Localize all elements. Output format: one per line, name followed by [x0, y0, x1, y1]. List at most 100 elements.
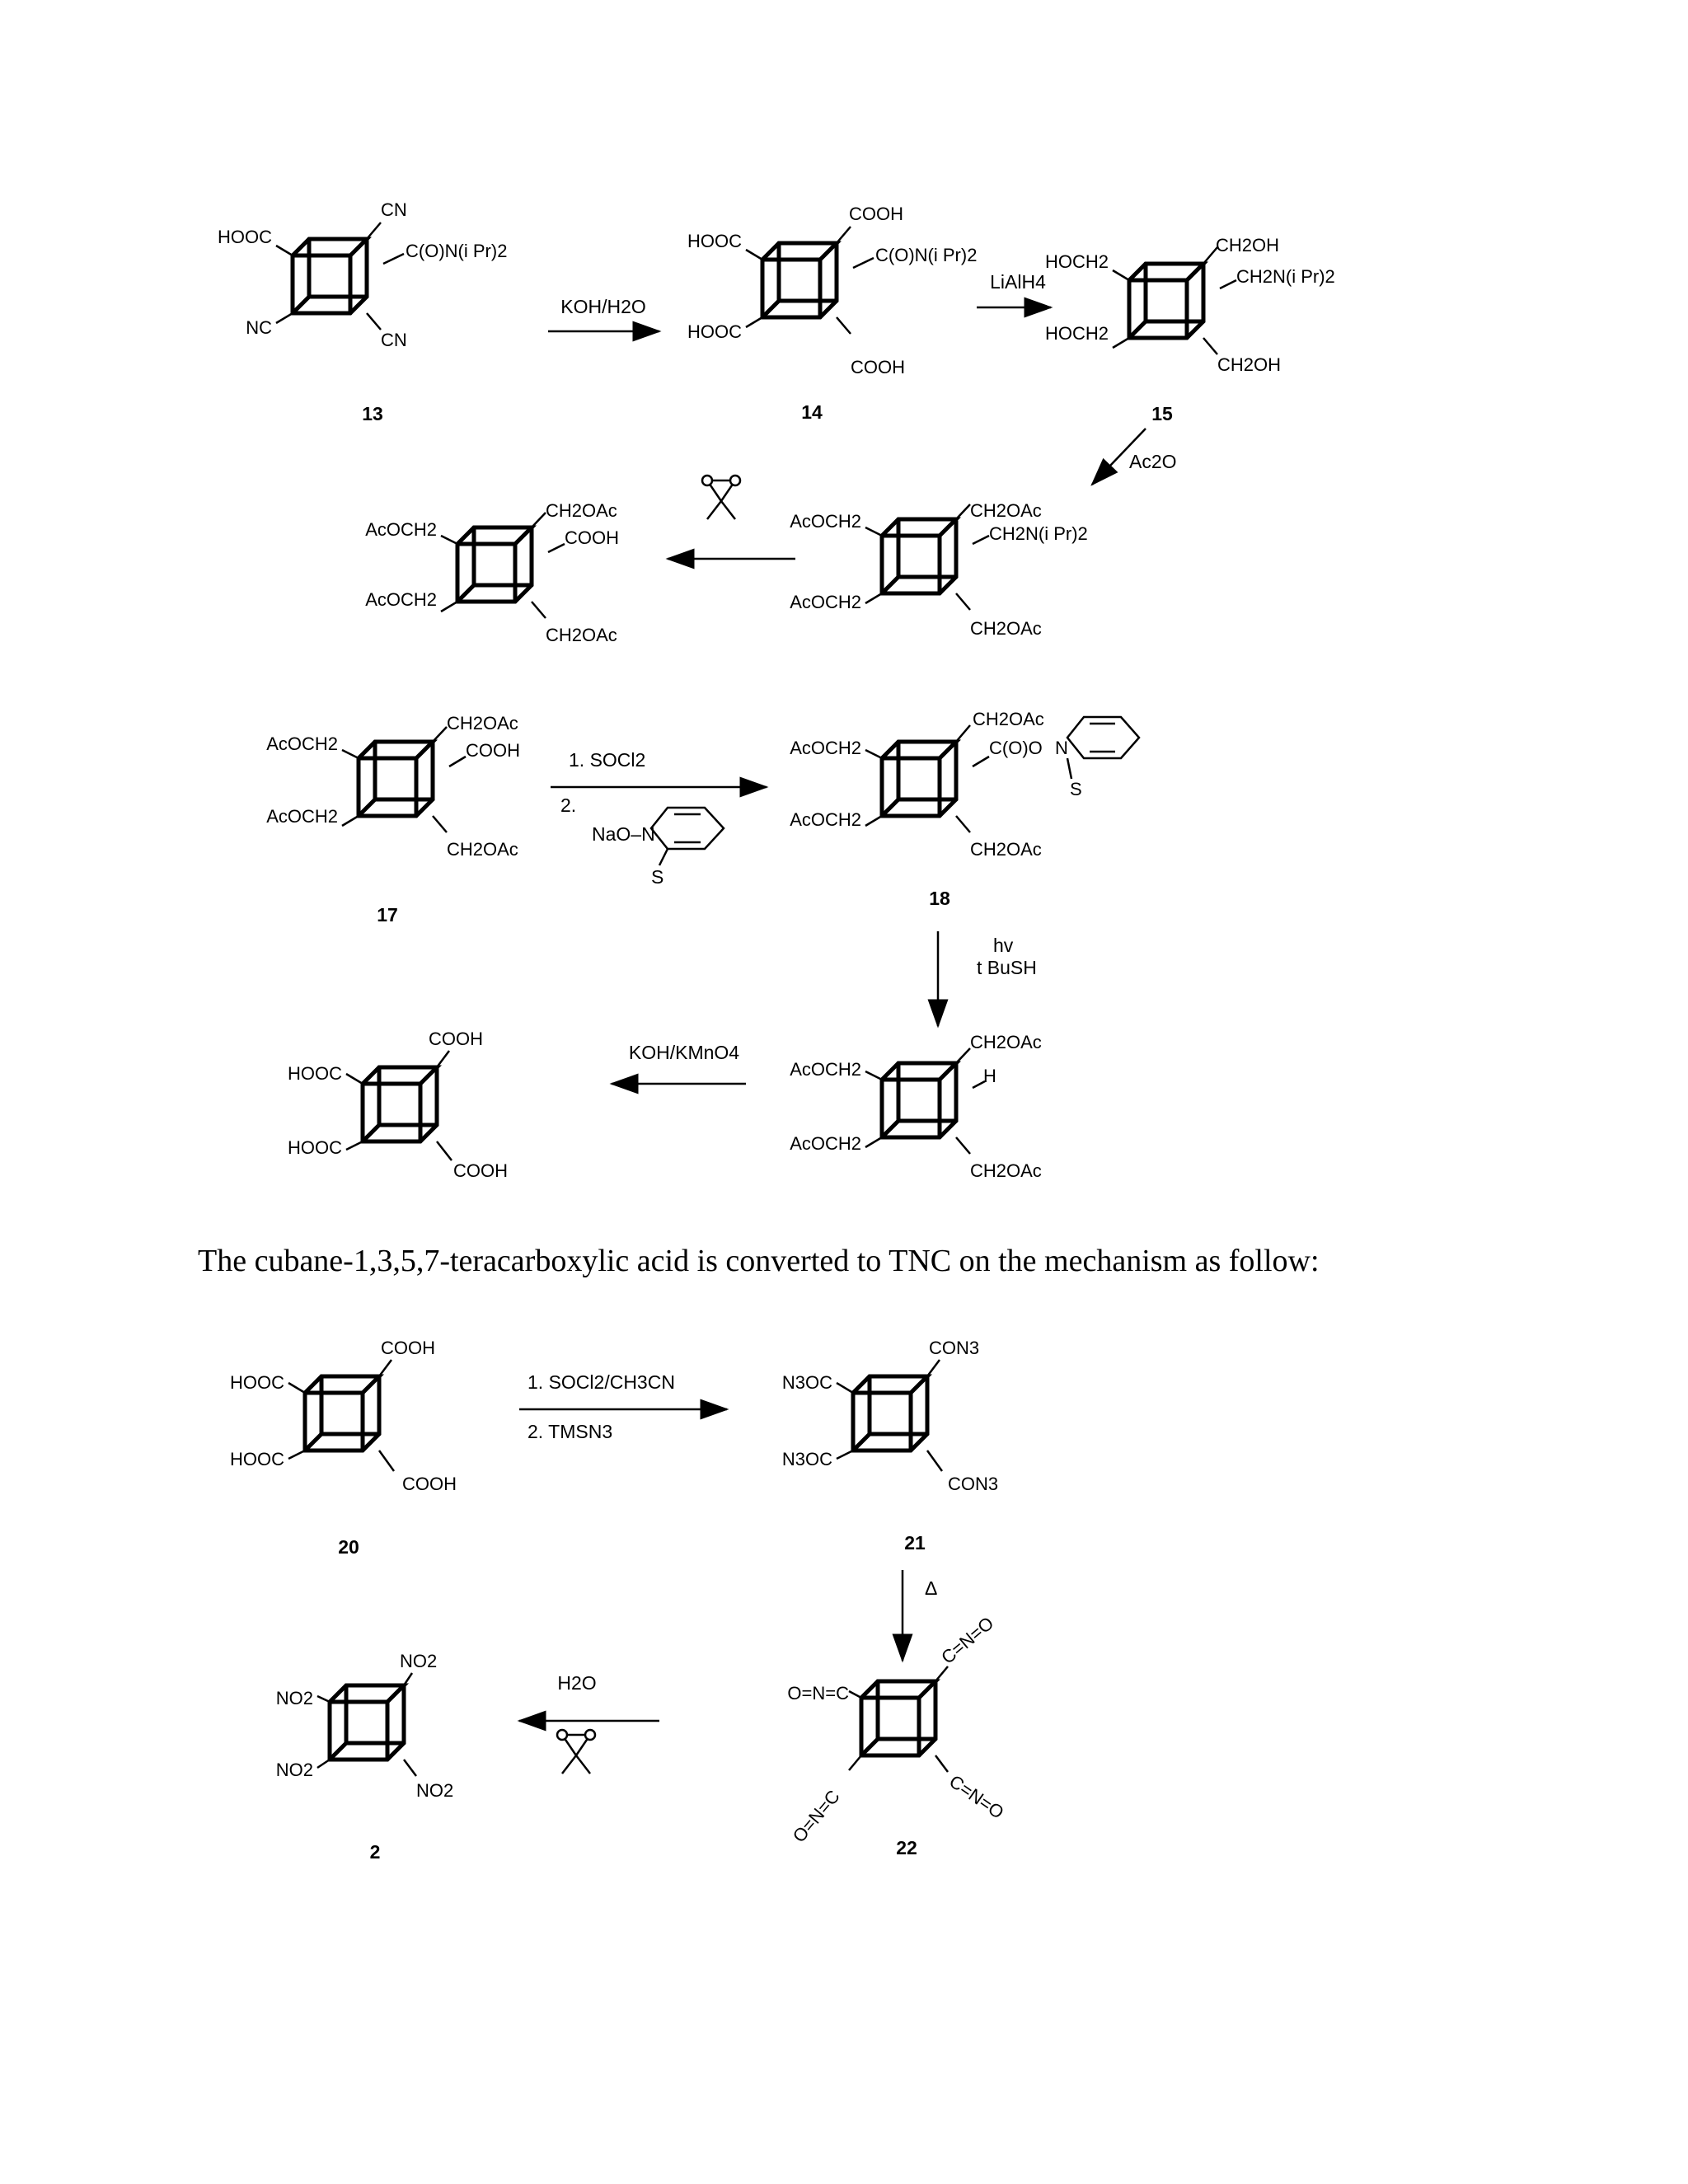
substituent-label: COOH [466, 740, 520, 761]
substituent-label: COOH [453, 1160, 508, 1181]
substituent-label: AcOCH2 [790, 809, 861, 830]
reaction-arrow: KOH/H2O [548, 296, 662, 342]
substituent-label: CN [381, 199, 407, 220]
reagent-label: S [651, 866, 663, 888]
substituent-label: C(O)N(i Pr)2 [406, 241, 507, 261]
cubane-cube [356, 739, 438, 818]
compound-17: AcOCH2 AcOCH2 CH2OAc COOH CH2OAc 17 [266, 713, 520, 926]
substituent-label: CH2OAc [447, 713, 518, 733]
substituent-label: HOCH2 [1045, 251, 1109, 272]
substituent-label: HOOC [218, 227, 272, 247]
reagent-label: KOH/KMnO4 [629, 1042, 739, 1063]
reagent-label: 1. SOCl2 [569, 749, 645, 771]
substituent-label: AcOCH2 [790, 592, 861, 612]
reagent-label: hv [993, 935, 1014, 956]
reaction-arrow: H2O [517, 1672, 659, 1774]
substituent-label: AcOCH2 [266, 733, 338, 754]
substituent-label: CH2N(i Pr)2 [989, 523, 1088, 544]
compound-13: HOOC NC CN C(O)N(i Pr)2 CN 13 [218, 199, 507, 424]
substituent-label: COOH [565, 527, 619, 548]
substituent-label: NO2 [416, 1780, 453, 1801]
substituent-label: NO2 [276, 1760, 313, 1780]
substituent-label: N3OC [782, 1449, 832, 1469]
substituent-label: CH2OAc [447, 839, 518, 860]
substituent-label: CH2OAc [973, 709, 1044, 729]
compound-14: HOOC HOOC COOH C(O)N(i Pr)2 COOH 14 [687, 204, 977, 423]
substituent-label: CH2OAc [970, 618, 1042, 639]
caption-text: The cubane-1,3,5,7-teracarboxylic acid i… [198, 1244, 1320, 1278]
reagent-label: NaO–N [592, 823, 655, 845]
substituent-label: CH2OAc [970, 500, 1042, 521]
cubane-cube [302, 1374, 385, 1453]
substituent-label: HOOC [288, 1063, 342, 1084]
compound-number: 22 [896, 1837, 917, 1858]
reagent-label: 1. SOCl2/CH3CN [528, 1371, 675, 1393]
substituent-label: CH2OH [1217, 354, 1281, 375]
reaction-arrow [665, 474, 795, 569]
substituent-label: AcOCH2 [790, 511, 861, 532]
substituent-label: COOH [429, 1029, 483, 1049]
reagent-label: Δ [925, 1577, 937, 1599]
substituent-label: HOOC [687, 231, 742, 251]
compound-number: 14 [801, 401, 823, 423]
substituent-label: S [1070, 779, 1082, 799]
compound-number: 15 [1151, 403, 1173, 424]
substituent-label: COOH [849, 204, 903, 224]
cubane-cube [360, 1065, 443, 1144]
cubane-cube [327, 1683, 410, 1762]
reaction-arrow: Δ [892, 1570, 937, 1663]
cubane-cube [455, 525, 537, 604]
substituent-label: HOOC [687, 321, 742, 342]
cubane-cube [851, 1374, 933, 1453]
substituent-label: CH2OAc [546, 625, 617, 645]
reagent-label: H2O [557, 1672, 596, 1694]
compound-number: 17 [377, 904, 398, 926]
compound-2-octanitrocubane-precursor: NO2 NO2 NO2 NO2 2 [276, 1651, 454, 1863]
reaction-arrow: KOH/KMnO4 [609, 1042, 746, 1094]
reagent-label: LiAlH4 [990, 271, 1046, 293]
cubane-cube [879, 1061, 962, 1140]
cubane-cube [879, 739, 962, 818]
substituent-label: CN [381, 330, 407, 350]
substituent-label: C(O)N(i Pr)2 [875, 245, 977, 265]
substituent-label: COOH [851, 357, 905, 377]
substituent-label: CH2OAc [970, 1032, 1042, 1052]
cubane-cube [290, 237, 373, 316]
substituent-label: CH2OAc [970, 1160, 1042, 1181]
compound-19: AcOCH2 AcOCH2 CH2OAc H CH2OAc [790, 1032, 1042, 1181]
substituent-label: AcOCH2 [790, 1059, 861, 1080]
compound-number: 20 [338, 1536, 359, 1558]
reaction-arrow: Ac2O [1090, 428, 1177, 486]
substituent-label: N [1055, 738, 1068, 758]
substituent-label: HOCH2 [1045, 323, 1109, 344]
substituent-label: CON3 [948, 1474, 998, 1494]
pyridinethione-ring [649, 806, 725, 866]
substituent-label: HOOC [230, 1449, 284, 1469]
substituent-label: AcOCH2 [365, 589, 437, 610]
reagent-label: 2. TMSN3 [528, 1421, 612, 1442]
compound-number: 18 [929, 888, 950, 909]
compound-21: N3OC N3OC CON3 CON3 21 [782, 1338, 998, 1554]
dimethyldioxirane-reagent [701, 474, 742, 520]
reagent-label: Ac2O [1129, 451, 1177, 472]
pyridinethione-ring [1066, 715, 1141, 780]
compound-number: 21 [904, 1532, 926, 1554]
reagent-label: KOH/H2O [560, 296, 646, 317]
compound-number: 2 [370, 1841, 381, 1863]
reagent-label: 2. [560, 794, 576, 816]
substituent-label: AcOCH2 [790, 1133, 861, 1154]
substituent-label: HOOC [288, 1137, 342, 1158]
reaction-arrow: 1. SOCl2/CH3CN 2. TMSN3 [519, 1371, 729, 1442]
substituent-label: NO2 [276, 1688, 313, 1708]
substituent-label: CH2N(i Pr)2 [1236, 266, 1335, 287]
compound-cubane-tetraacid: HOOC HOOC COOH COOH [288, 1029, 508, 1181]
substituent-label: HOOC [230, 1372, 284, 1393]
compound-number: 13 [362, 403, 383, 424]
reaction-arrow: hv t BuSH [927, 931, 1037, 1029]
substituent-label: C(O)O [989, 738, 1043, 758]
reaction-arrow: 1. SOCl2 2. NaO–N S [551, 749, 769, 888]
compound-15: HOCH2 HOCH2 CH2OH CH2N(i Pr)2 CH2OH 15 [1045, 235, 1335, 424]
reaction-arrow: LiAlH4 [977, 271, 1053, 318]
substituent-label: O=N=C [789, 1786, 844, 1846]
substituent-label: AcOCH2 [790, 738, 861, 758]
